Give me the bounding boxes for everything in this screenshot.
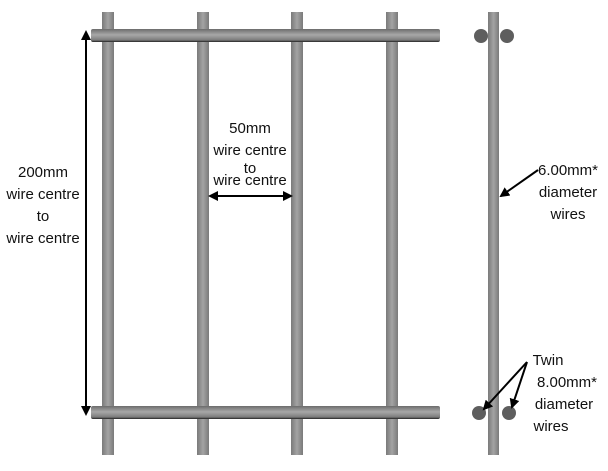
twin-wire-dot — [500, 29, 514, 43]
vertical-wire — [386, 12, 398, 455]
twin-wire-dot — [474, 29, 488, 43]
twin-wire-arrow — [509, 361, 528, 409]
spacing-label: 50mm wire centre to wire centre — [212, 120, 286, 189]
twin-wire-label-line: 8.00mm* — [537, 374, 597, 391]
height-label-line: wire centre — [5, 230, 79, 247]
height-label-line: 200mm — [18, 164, 68, 181]
height-label: 200mm wire centre to wire centre — [5, 164, 79, 247]
line-wire-label-line: 6.00mm* — [538, 162, 598, 179]
vertical-wires — [102, 12, 398, 455]
dimension-arrows — [81, 30, 539, 416]
twin-wire-label: Twin 8.00mm* diameter wires — [532, 352, 597, 435]
spacing-label-line: to — [244, 160, 257, 177]
line-wire-label-line: diameter — [539, 184, 597, 201]
twin-wire-arrow — [482, 361, 528, 411]
twin-wire-dot — [472, 406, 486, 420]
line-wire-arrow — [499, 169, 539, 198]
line-wire-label: 6.00mm* diameter wires — [538, 162, 598, 223]
twin-wire-label-line: diameter — [535, 396, 593, 413]
side-view — [472, 12, 516, 455]
side-vertical-wire — [488, 12, 499, 455]
twin-wire-label-line: Twin — [533, 352, 564, 369]
line-wire-label-line: wires — [549, 206, 585, 223]
spacing-label-line: wire centre — [212, 142, 286, 159]
twin-wire-dot — [502, 406, 516, 420]
spacing-label-line: wire centre — [212, 172, 286, 189]
twin-wire-label-line: wires — [532, 418, 568, 435]
vertical-wire — [102, 12, 114, 455]
vertical-wire — [197, 12, 209, 455]
top-horizontal-wire — [91, 29, 440, 42]
height-label-line: to — [37, 208, 50, 225]
height-label-line: wire centre — [5, 186, 79, 203]
spacing-label-line: 50mm — [229, 120, 271, 137]
vertical-wire — [291, 12, 303, 455]
horizontal-wires — [91, 29, 440, 419]
bottom-horizontal-wire — [91, 406, 440, 419]
